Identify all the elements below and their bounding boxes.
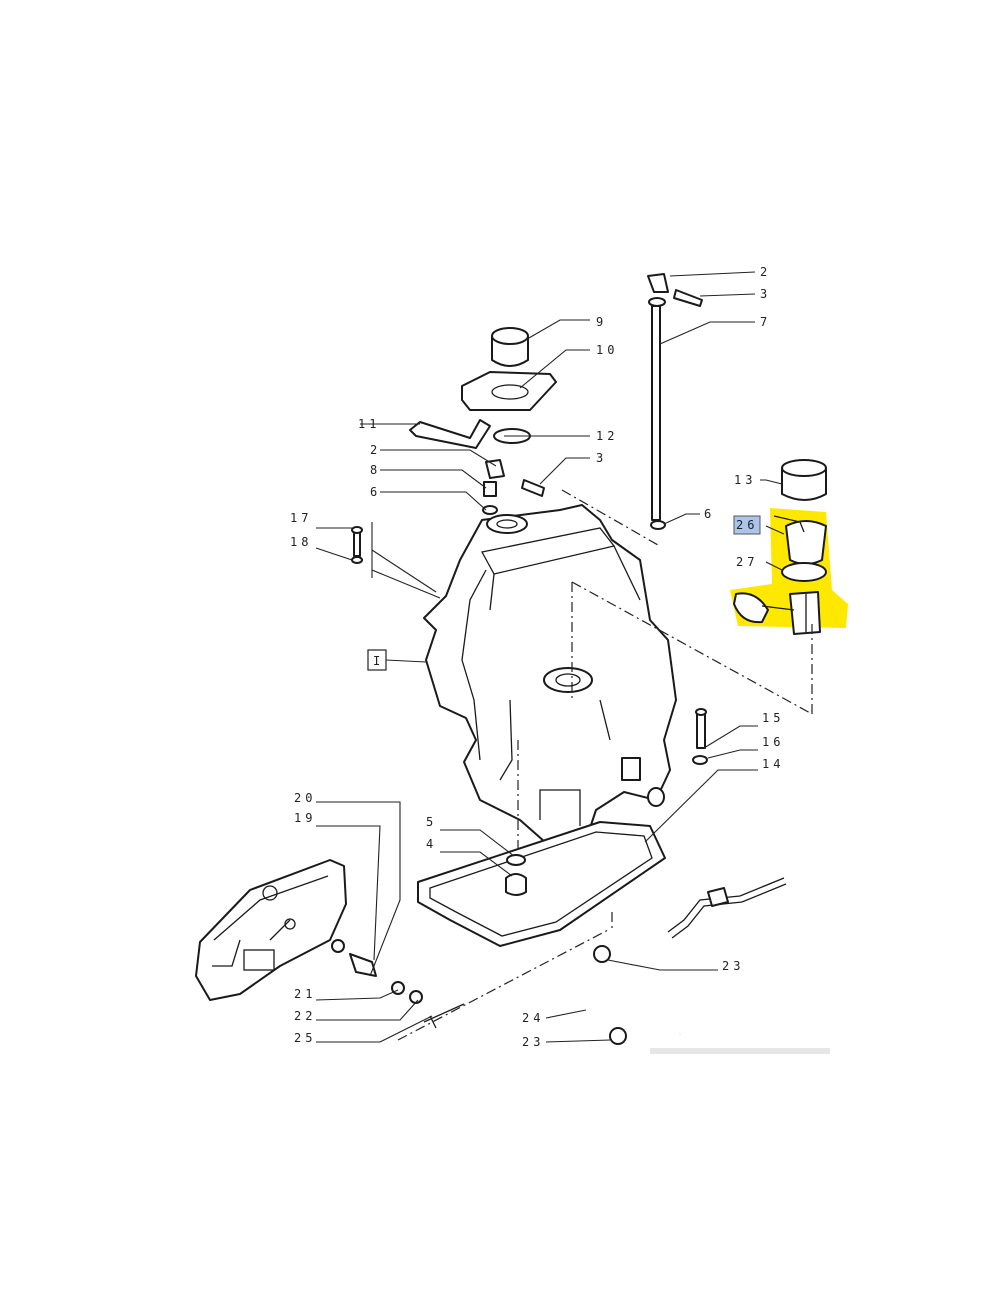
part-label-1: I bbox=[373, 654, 384, 668]
part-label-3: 3 bbox=[760, 287, 771, 301]
base-frame bbox=[417, 821, 666, 947]
tank bbox=[423, 504, 677, 843]
part-label-5: 5 bbox=[426, 815, 437, 829]
part-label-11: 11 bbox=[358, 417, 380, 431]
part-label-6: 6 bbox=[370, 485, 381, 499]
part-label-16: 16 bbox=[762, 735, 784, 749]
hoses bbox=[557, 877, 787, 1045]
dipstick bbox=[651, 305, 661, 521]
callout-box bbox=[367, 649, 387, 671]
part-label-13: 13 bbox=[734, 473, 756, 487]
part-label-26: 26 bbox=[736, 518, 758, 532]
part-label-14: 14 bbox=[762, 757, 784, 771]
part-label-10: 10 bbox=[596, 343, 618, 357]
part-label-8: 8 bbox=[370, 463, 381, 477]
sender-unit bbox=[733, 459, 827, 635]
part-label-24: 24 bbox=[522, 1011, 544, 1025]
part-label-3: 3 bbox=[596, 451, 607, 465]
part-label-4: 4 bbox=[426, 837, 437, 851]
part-label-17: 17 bbox=[290, 511, 312, 525]
highlighted-callout-box bbox=[733, 515, 761, 535]
part-label-18: 18 bbox=[290, 535, 312, 549]
part-label-22: 22 bbox=[294, 1009, 316, 1023]
part-label-23: 23 bbox=[522, 1035, 544, 1049]
part-label-20: 20 bbox=[294, 791, 316, 805]
part-label-2: 2 bbox=[760, 265, 771, 279]
small-fittings bbox=[351, 273, 708, 896]
part-label-25: 25 bbox=[294, 1031, 316, 1045]
part-labels: 2 3 7 9 10 11 12 2 3 8 6 6 13 26 27 17 1… bbox=[290, 265, 784, 1049]
part-label-9: 9 bbox=[596, 315, 607, 329]
part-label-6: 6 bbox=[704, 507, 715, 521]
part-label-7: 7 bbox=[760, 315, 771, 329]
part-label-15: 15 bbox=[762, 711, 784, 725]
part-label-23: 23 bbox=[722, 959, 744, 973]
background-strip bbox=[650, 1048, 830, 1054]
part-label-19: 19 bbox=[294, 811, 316, 825]
pump-assembly bbox=[195, 859, 465, 1029]
part-label-12: 12 bbox=[596, 429, 618, 443]
leader-lines bbox=[315, 271, 785, 1043]
part-label-2: 2 bbox=[370, 443, 381, 457]
part-label-21: 21 bbox=[294, 987, 316, 1001]
filler-assembly bbox=[409, 327, 557, 449]
part-label-27: 27 bbox=[736, 555, 758, 569]
